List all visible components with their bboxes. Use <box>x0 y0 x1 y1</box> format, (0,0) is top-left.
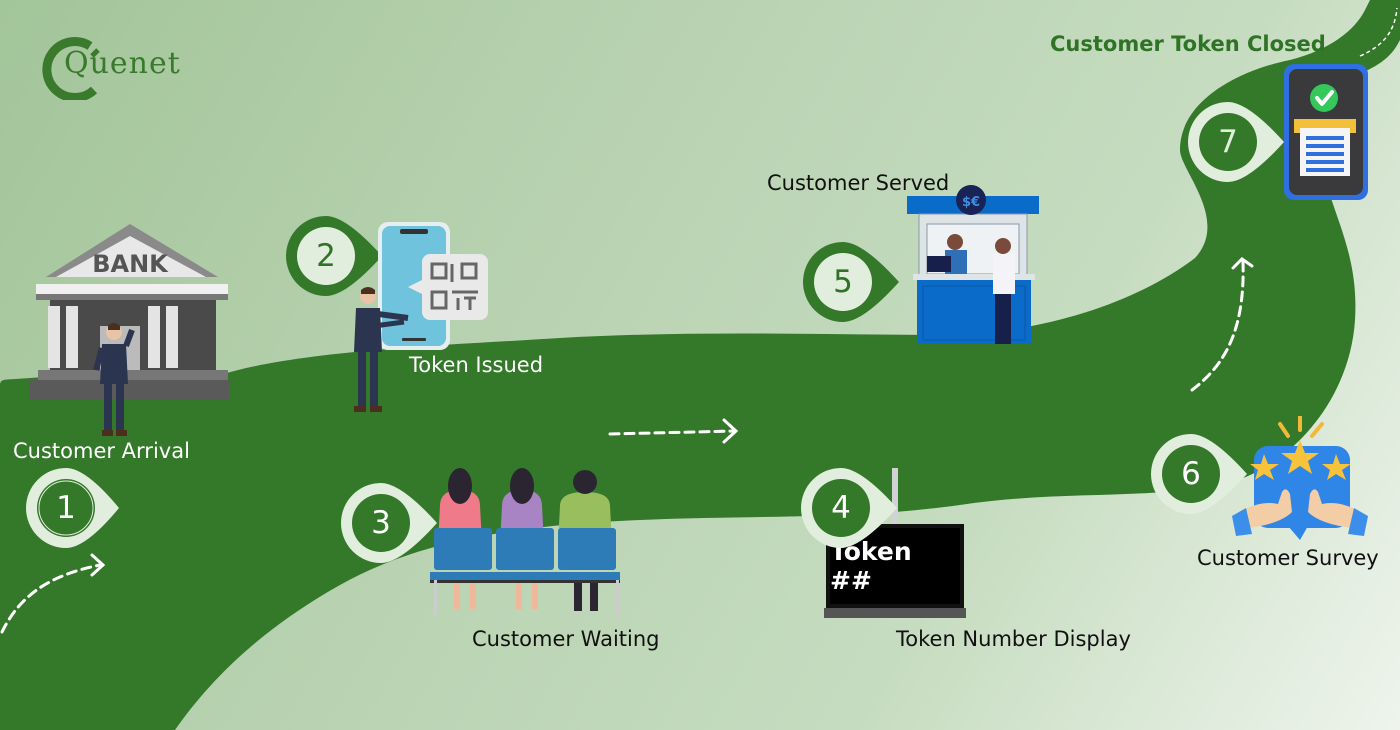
receipt-phone-icon <box>1284 64 1368 200</box>
marker-pin-icon <box>1151 434 1247 514</box>
step-4-marker: 4 <box>799 466 897 550</box>
dashed-arrow-4 <box>1359 7 1398 57</box>
quenet-logo: Quenet <box>42 36 192 100</box>
step-6-number: 6 <box>1181 456 1201 492</box>
dashed-arrow-2 <box>608 429 737 436</box>
arrow-head-2 <box>722 418 739 444</box>
businessman-figure <box>93 323 135 436</box>
step-3-number: 3 <box>371 505 391 541</box>
marker-pin-icon <box>286 216 382 296</box>
step-4-number: 4 <box>831 490 851 526</box>
step-1-label: Customer Arrival <box>13 439 190 463</box>
star-left <box>1250 454 1279 480</box>
businessman-pointing-figure <box>354 287 409 412</box>
step-4-label: Token Number Display <box>896 627 1131 651</box>
step-7-marker: 7 <box>1186 100 1284 184</box>
marker-pin-icon <box>1188 102 1284 182</box>
logo-text: Quenet <box>64 46 181 81</box>
step-2-marker: 2 <box>284 214 382 298</box>
step-2-number: 2 <box>316 238 336 274</box>
marker-pin-icon <box>801 468 897 548</box>
star-center <box>1281 440 1319 474</box>
display-screen-text-box: Token ## <box>830 528 960 604</box>
step-5-label: Customer Served <box>767 171 950 195</box>
step-1-marker: 1 <box>24 466 120 550</box>
step-3-label: Customer Waiting <box>472 627 660 651</box>
step-6-marker: 6 <box>1149 432 1247 516</box>
marker-pin-icon <box>803 242 899 322</box>
step-7-title: Customer Token Closed <box>1050 32 1326 56</box>
star-right <box>1322 454 1351 480</box>
step-5-number: 5 <box>833 264 853 300</box>
step-6-label: Customer Survey <box>1197 546 1379 570</box>
arrow-head-1 <box>90 553 106 577</box>
bank-sign: BANK <box>92 250 169 278</box>
step-1-number: 1 <box>56 490 76 526</box>
rating-stars-icon <box>1232 416 1368 540</box>
marker-pin-icon <box>26 468 119 548</box>
marker-pin-icon <box>341 483 437 563</box>
step-5-marker: 5 <box>801 240 899 324</box>
token-number-text: Token ## <box>830 537 912 595</box>
dashed-arrow-1 <box>0 563 102 634</box>
arrow-head-3 <box>1231 257 1254 270</box>
logo-ring-icon <box>42 37 100 100</box>
step-2-label: Token Issued <box>409 353 544 377</box>
service-counter-icon: $€ <box>907 185 1039 344</box>
currency-badge: $€ <box>962 195 980 210</box>
step-7-number: 7 <box>1218 124 1238 160</box>
waiting-bench-icon <box>430 468 620 616</box>
dashed-arrow-3 <box>1190 260 1245 392</box>
step-3-marker: 3 <box>339 481 437 565</box>
